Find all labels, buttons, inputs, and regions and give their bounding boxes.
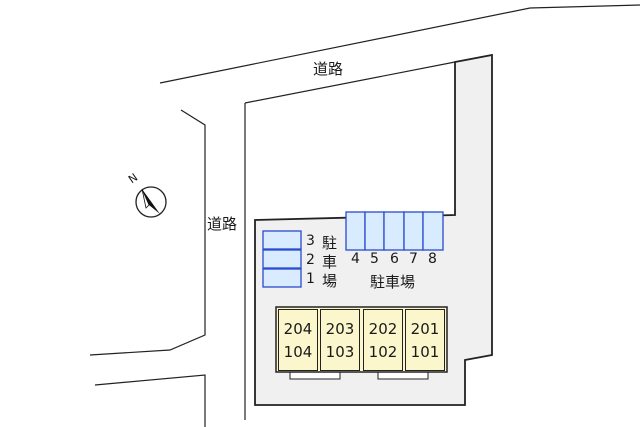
parking-space-3 [262, 230, 302, 250]
unit-upper-number: 202 [368, 320, 398, 338]
unit-upper-number: 201 [410, 320, 440, 338]
parking-space-8 [422, 211, 444, 251]
north-road-label: 道路 [313, 60, 344, 78]
west-road-edge-upper [89, 109, 206, 356]
unit-upper-number: 204 [283, 320, 313, 338]
left-parking-group [262, 230, 302, 288]
upper-lot-top [244, 61, 456, 104]
unit-202-102: 202 102 [363, 309, 403, 371]
parking-space-1 [262, 268, 302, 288]
unit-lower-number: 101 [410, 343, 440, 361]
parking-number-2: 2 [306, 252, 315, 268]
north-road-edge [159, 4, 640, 84]
top-parking-group [345, 211, 444, 251]
top-parking-title: 駐車場 [370, 273, 416, 291]
unit-lower-number: 102 [368, 343, 398, 361]
unit-201-101: 201 101 [405, 309, 445, 371]
parking-number-1: 1 [306, 271, 315, 287]
parking-number-3: 3 [306, 233, 315, 249]
left-parking-title-char-3: 場 [322, 272, 338, 290]
unit-upper-number: 203 [325, 320, 355, 338]
unit-204-104: 204 104 [278, 309, 318, 371]
parking-number-7: 7 [409, 251, 418, 267]
west-road-label: 道路 [207, 215, 238, 233]
parking-space-7 [403, 211, 424, 251]
unit-lower-number: 103 [325, 343, 355, 361]
unit-203-103: 203 103 [320, 309, 360, 371]
parking-space-5 [364, 211, 385, 251]
parking-number-4: 4 [351, 251, 360, 267]
unit-lower-number: 104 [283, 343, 313, 361]
parking-number-8: 8 [428, 251, 437, 267]
left-parking-title-char-1: 駐 [322, 234, 338, 252]
parking-space-2 [262, 249, 302, 269]
parking-space-4 [345, 211, 366, 251]
parking-number-6: 6 [390, 251, 399, 267]
west-road-edge-lower [94, 374, 206, 427]
parking-space-6 [383, 211, 405, 251]
left-parking-title-char-2: 車 [322, 253, 338, 271]
parking-number-5: 5 [370, 251, 379, 267]
north-arrow-icon [135, 186, 167, 218]
